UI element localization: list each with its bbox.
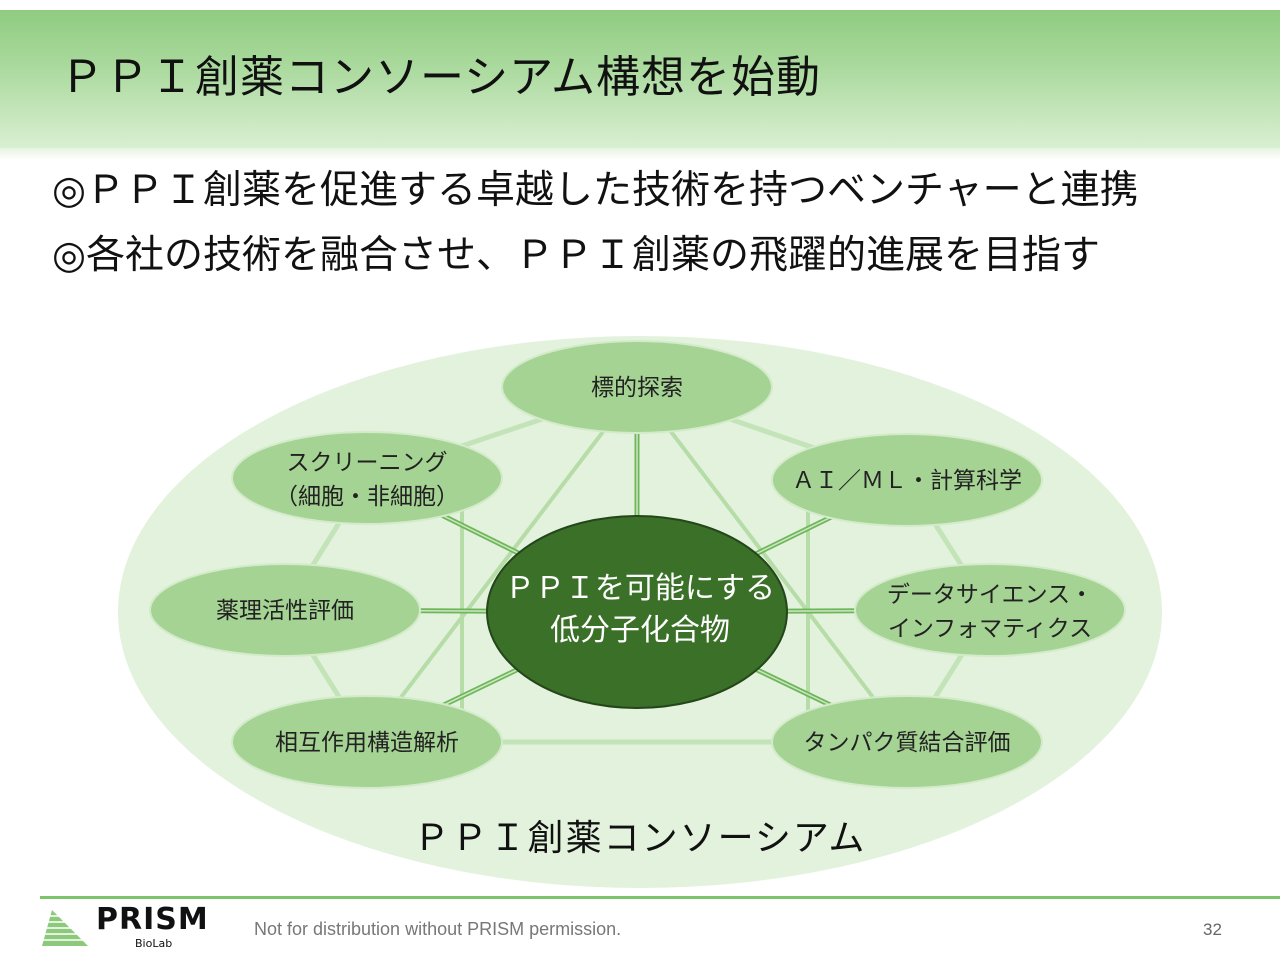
title-bar <box>0 10 1280 148</box>
capability-node <box>231 431 503 525</box>
capability-node-label: スクリーニング <box>287 450 448 476</box>
capability-node <box>771 695 1043 789</box>
disclaimer: Not for distribution without PRISM permi… <box>254 919 622 939</box>
capability-node-label: 相互作用構造解析 <box>275 730 459 756</box>
connection-line <box>635 385 909 744</box>
consortium-label: ＰＰＩ創薬コンソーシアム <box>414 818 867 859</box>
capability-node <box>231 695 503 789</box>
title-bar-shade <box>0 148 1280 160</box>
capability-node-label: 標的探索 <box>591 375 683 401</box>
capability-node-label: ＡＩ／ＭＬ・計算科学 <box>792 468 1022 494</box>
capability-node-label: 薬理活性評価 <box>216 598 354 624</box>
center-ellipse <box>486 515 788 709</box>
prism-logo-icon <box>40 910 90 946</box>
capability-node <box>149 563 421 657</box>
connection-line <box>365 385 639 744</box>
capability-node <box>501 340 773 434</box>
capability-node-label: データサイエンス・ <box>887 582 1093 608</box>
capability-node-label: タンパク質結合評価 <box>804 730 1011 756</box>
bullet-point: ◎ＰＰＩ創薬を促進する卓越した技術を持つベンチャーと連携 <box>52 168 1139 213</box>
center-label-line1: ＰＰＩを可能にする <box>505 571 775 606</box>
capability-node <box>771 433 1043 527</box>
page-number: 32 <box>1203 920 1222 939</box>
logo-subtext: BioLab <box>135 937 173 950</box>
logo-text: PRISM <box>96 902 209 937</box>
capability-node-label: インフォマティクス <box>888 616 1092 642</box>
capability-node-label: （細胞・非細胞） <box>275 484 459 510</box>
slide-title: ＰＰＩ創薬コンソーシアム構想を始動 <box>60 52 822 103</box>
center-label-line2: 低分子化合物 <box>550 613 730 648</box>
footer-divider <box>40 896 1280 899</box>
capability-node <box>854 563 1126 657</box>
bullet-point: ◎各社の技術を融合させ、ＰＰＩ創薬の飛躍的進展を目指す <box>52 233 1101 278</box>
